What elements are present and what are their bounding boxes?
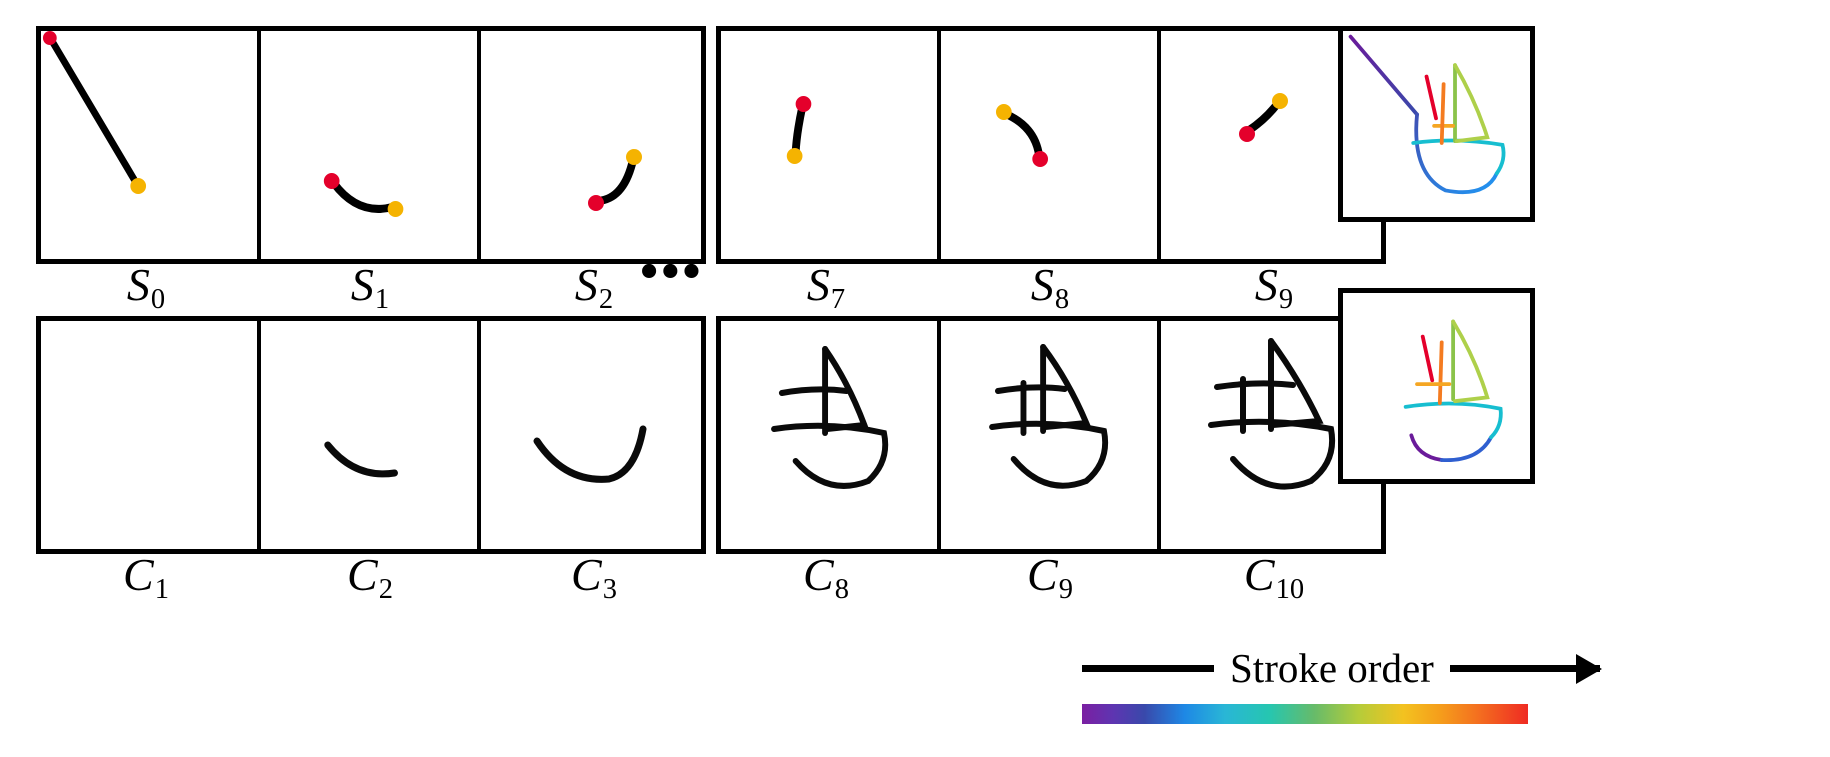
label-c2: C2: [347, 549, 393, 605]
panel-s2[interactable]: [481, 31, 701, 259]
stroke-short-vertical-icon: [786, 96, 812, 164]
label-c9: C9: [1027, 549, 1073, 605]
label-s0: S0: [126, 259, 166, 315]
panel-s8[interactable]: [941, 31, 1161, 259]
canvas-sailboat-complete-icon: [1208, 338, 1335, 490]
stroke-hull-curve-right-icon: [588, 149, 642, 211]
label-s2: S2: [574, 259, 614, 315]
right-arrow-icon: [1449, 665, 1600, 672]
panel-s1[interactable]: [261, 31, 481, 259]
stroke-short-diagonal-icon: [995, 104, 1049, 167]
stroke-order-label: Stroke order: [1230, 645, 1434, 691]
canvas-two-curves-icon: [533, 425, 647, 483]
panel-c2[interactable]: [261, 321, 481, 549]
stroke-hull-curve-icon: [323, 173, 404, 217]
canvas-one-curve-icon: [324, 441, 398, 478]
panel-c9[interactable]: [941, 321, 1161, 549]
stroke-order-colored-sailboat-partial-icon: [1403, 319, 1503, 462]
label-c10: C10: [1243, 549, 1305, 605]
canvas-row-left-group: [36, 316, 706, 554]
canvas-sailboat-near-complete-icon: [989, 344, 1109, 489]
label-c3: C3: [571, 549, 617, 605]
label-s9: S9: [1254, 259, 1294, 315]
panel-c1[interactable]: [41, 321, 261, 549]
ellipsis-separator: •••: [640, 243, 704, 300]
stroke-short-up-icon: [1239, 93, 1288, 142]
panel-s0[interactable]: [41, 31, 261, 259]
stroke-order-colored-sailboat-icon: [1348, 34, 1506, 195]
canvas-row-right-group: [716, 316, 1386, 554]
panel-s7[interactable]: [721, 31, 941, 259]
panel-c8[interactable]: [721, 321, 941, 549]
label-s8: S8: [1030, 259, 1070, 315]
horizontal-line-icon: [1082, 665, 1214, 672]
stroke-row-left-group: [36, 26, 706, 264]
panel-c3[interactable]: [481, 321, 701, 549]
label-c8: C8: [803, 549, 849, 605]
empty-canvas-icon: [41, 321, 257, 549]
canvas-sailboat-partial-icon: [771, 346, 889, 489]
label-s1: S1: [350, 259, 390, 315]
label-c1: C1: [123, 549, 169, 605]
colored-sailboat-partial-panel[interactable]: [1338, 288, 1535, 484]
stroke-row-right-group: [716, 26, 1386, 264]
label-s7: S7: [806, 259, 846, 315]
stroke-order-legend: Stroke order: [1082, 648, 1600, 689]
stroke-order-colorbar: [1082, 704, 1528, 724]
colored-sailboat-full-panel[interactable]: [1338, 26, 1535, 222]
stroke-mast-diagonal-icon: [42, 31, 147, 194]
